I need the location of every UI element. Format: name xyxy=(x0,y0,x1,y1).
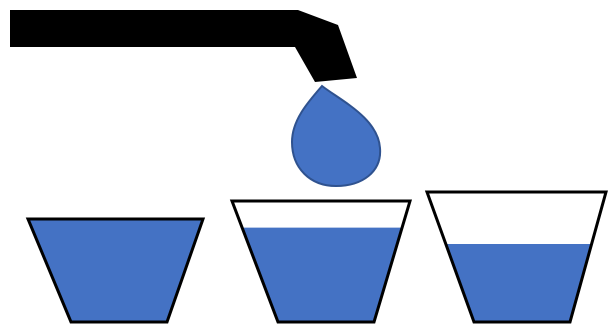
cup-water xyxy=(446,244,592,322)
cup-partially-filled xyxy=(232,201,410,322)
cup-water xyxy=(28,219,203,322)
faucet-icon xyxy=(10,10,357,82)
water-drop-icon xyxy=(292,86,380,186)
cup-partially-filled xyxy=(427,192,606,322)
cup-full xyxy=(28,219,203,322)
